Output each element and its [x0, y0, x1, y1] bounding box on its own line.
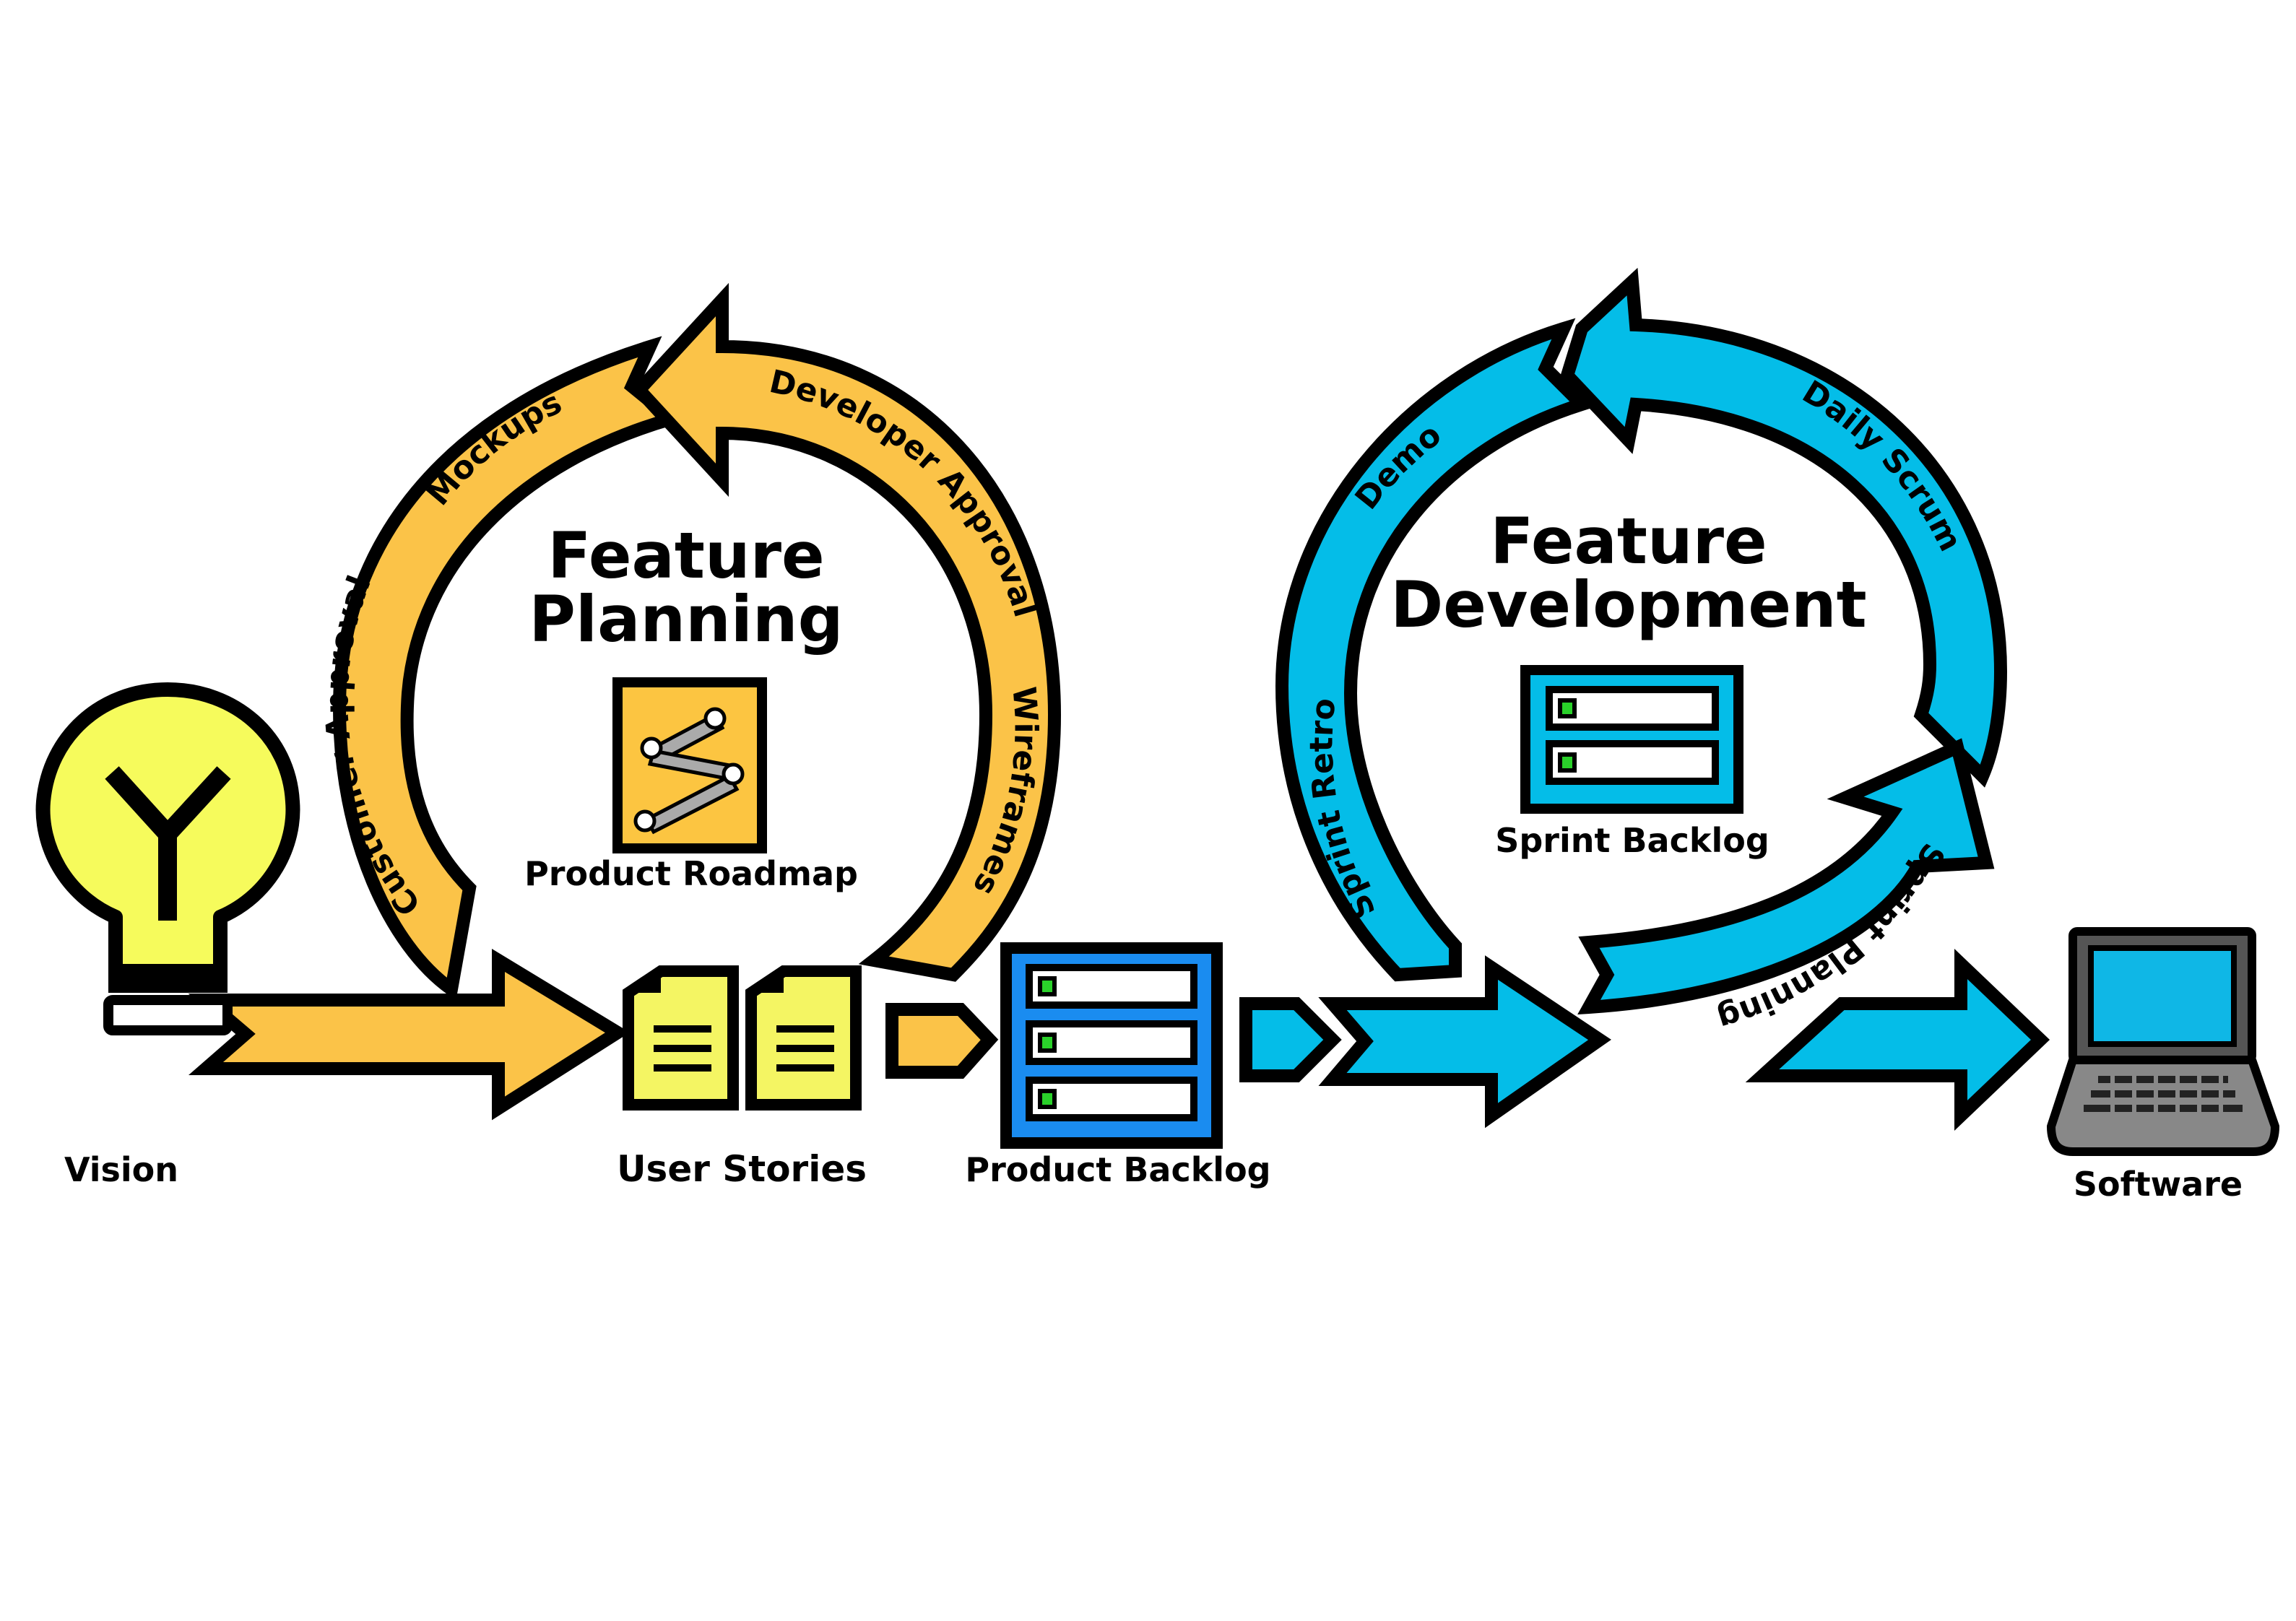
- software-label: Software: [2074, 1165, 2243, 1204]
- development-daily-scrum-arrow: [1559, 267, 2008, 788]
- product-roadmap-icon: [612, 677, 767, 853]
- user-story-note-icon: [623, 965, 739, 1111]
- sprint-backlog-icon: [1520, 665, 1743, 814]
- planning-title-line2: Planning: [529, 582, 843, 656]
- development-title-line1: Feature: [1490, 504, 1767, 578]
- planning-title-line1: Feature: [547, 518, 824, 593]
- development-to-software-arrow: [1745, 948, 2050, 1131]
- product-backlog-icon: [1000, 942, 1223, 1149]
- sprint-backlog-label: Sprint Backlog: [1495, 821, 1769, 860]
- stories-to-backlog-arrow: [885, 1003, 999, 1079]
- vision-to-stories-arrow: [188, 949, 631, 1121]
- planning-right-arc-arrow: [630, 282, 1062, 982]
- backlog-to-development-arrow: [1239, 997, 1342, 1082]
- development-title-line2: Development: [1390, 568, 1866, 642]
- product-backlog-label: Product Backlog: [965, 1150, 1270, 1189]
- development-sprint-planning-arrow: [1577, 738, 1995, 1015]
- vision-label: Vision: [64, 1150, 178, 1189]
- into-development-arrow: [1318, 955, 1611, 1129]
- user-story-note-icon: [745, 965, 862, 1111]
- planning-left-arc-arrow: [332, 336, 686, 1001]
- product-roadmap-label: Product Roadmap: [524, 854, 858, 893]
- lightbulb-icon: [35, 682, 300, 1035]
- development-left-arc-arrow: [1275, 318, 1594, 982]
- user-stories-label: User Stories: [617, 1148, 867, 1190]
- laptop-icon: [2047, 927, 2279, 1156]
